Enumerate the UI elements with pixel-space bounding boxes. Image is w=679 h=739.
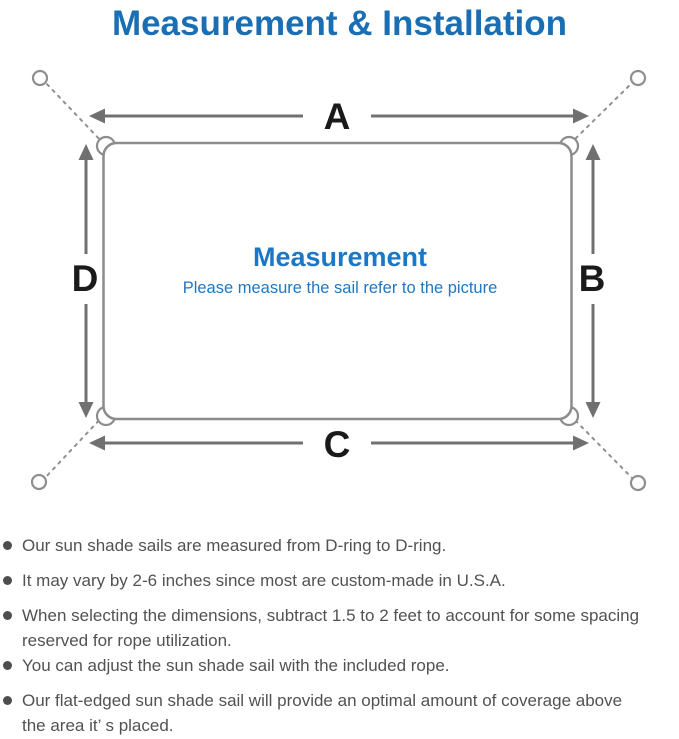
dimension-label-d: D [72, 258, 99, 299]
bullet-icon [3, 696, 12, 705]
anchor-points [30, 69, 647, 492]
tether-line-bottom-left [43, 414, 105, 480]
notes-list: Our sun shade sails are measured from D-… [0, 533, 679, 739]
list-item: It may vary by 2-6 inches since most are… [0, 568, 679, 593]
arrow-head-b-bottom-icon [585, 402, 601, 418]
list-item: When selecting the dimensions, subtract … [0, 603, 679, 653]
dimension-arrow-b: B [579, 144, 606, 418]
diagram-center-heading: Measurement [253, 242, 427, 272]
dimension-arrow-d: D [72, 144, 99, 418]
arrow-head-b-top-icon [585, 144, 601, 160]
arrow-head-d-bottom-icon [78, 402, 94, 418]
arrow-head-c-right-icon [573, 435, 589, 451]
tether-line-top-right [569, 80, 635, 145]
tether-line-bottom-right [569, 414, 635, 481]
list-item-text: reserved for rope utilization. [22, 631, 232, 650]
dimension-arrow-a: A [89, 96, 589, 137]
measurement-diagram: A C D B Measurement Please meas [30, 69, 647, 492]
dimension-label-c: C [324, 424, 351, 465]
anchor-point-top-right [629, 69, 647, 87]
list-item-text: Our sun shade sails are measured from D-… [22, 536, 447, 555]
list-item-text: You can adjust the sun shade sail with t… [22, 656, 450, 675]
dimension-arrow-c: C [89, 424, 589, 465]
diagram-center-subheading: Please measure the sail refer to the pic… [183, 279, 498, 297]
dimension-label-b: B [579, 258, 606, 299]
arrow-head-a-right-icon [573, 108, 589, 124]
list-item-text: Our flat-edged sun shade sail will provi… [22, 691, 623, 710]
arrow-head-c-left-icon [89, 435, 105, 451]
sail-outline [102, 141, 573, 421]
anchor-point-bottom-left [30, 473, 48, 491]
bullet-icon [3, 541, 12, 550]
dimension-label-a: A [324, 96, 351, 137]
page-title: Measurement & Installation [111, 4, 568, 43]
list-item: Our flat-edged sun shade sail will provi… [0, 688, 679, 738]
anchor-point-top-left [31, 69, 49, 87]
bullet-icon [3, 611, 12, 620]
list-item-text: the area it’ s placed. [22, 716, 174, 735]
tether-line-top-left [43, 80, 105, 145]
list-item: You can adjust the sun shade sail with t… [0, 653, 679, 678]
anchor-point-bottom-right [629, 474, 647, 492]
bullet-icon [3, 576, 12, 585]
arrow-head-d-top-icon [78, 144, 94, 160]
list-item-text: It may vary by 2-6 inches since most are… [22, 571, 506, 590]
tether-lines [43, 80, 635, 481]
bullet-icon [3, 661, 12, 670]
list-item: Our sun shade sails are measured from D-… [0, 533, 679, 558]
arrow-head-a-left-icon [89, 108, 105, 124]
list-item-text: When selecting the dimensions, subtract … [22, 606, 640, 625]
